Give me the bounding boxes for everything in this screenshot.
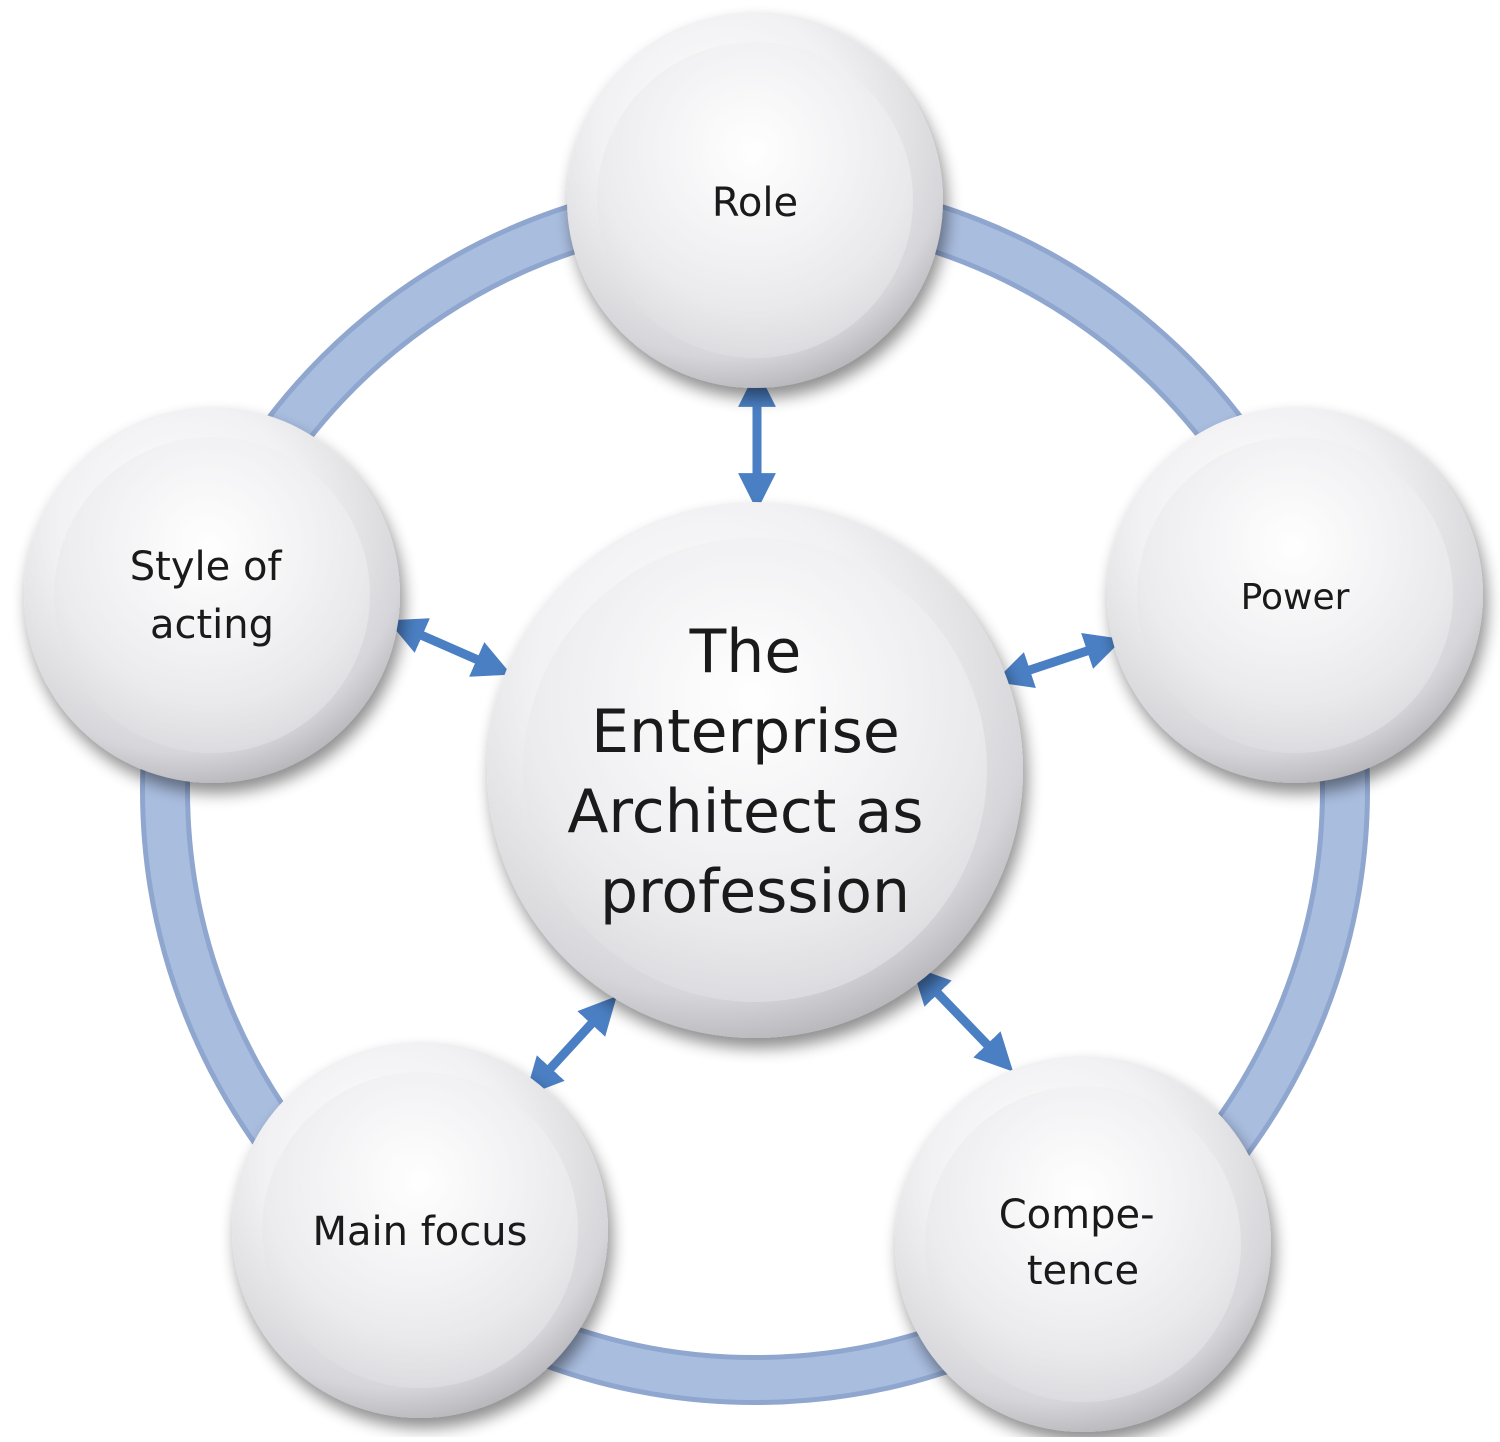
node-power: Power [1107,407,1483,783]
center-label-line: profession [600,857,910,927]
node-label-competence: Compe- tence [999,1192,1168,1294]
center-label-line: The [689,617,802,687]
node-label-style-of-acting: Style of acting [130,544,294,648]
node-main-focus: Main focus [232,1042,608,1418]
node-role: Role [567,12,943,388]
node-competence: Compe- tence [895,1056,1271,1432]
center-label-line: Architect as [567,777,923,847]
connection-arrows [387,369,1123,1096]
center-node: The Enterprise Architect as profession [487,502,1023,1038]
node-style-of-acting: Style of acting [24,407,400,783]
arrow-center-main-focus [525,996,617,1096]
center-label: The Enterprise Architect as profession [567,617,942,927]
center-label-line: Enterprise [591,697,900,767]
arrow-center-competence [911,966,1014,1072]
arrow-center-style [387,618,512,677]
node-label-main-focus: Main focus [313,1209,528,1255]
node-label-power: Power [1241,577,1350,618]
arrow-center-power [994,633,1123,688]
node-label-role: Role [712,180,798,226]
